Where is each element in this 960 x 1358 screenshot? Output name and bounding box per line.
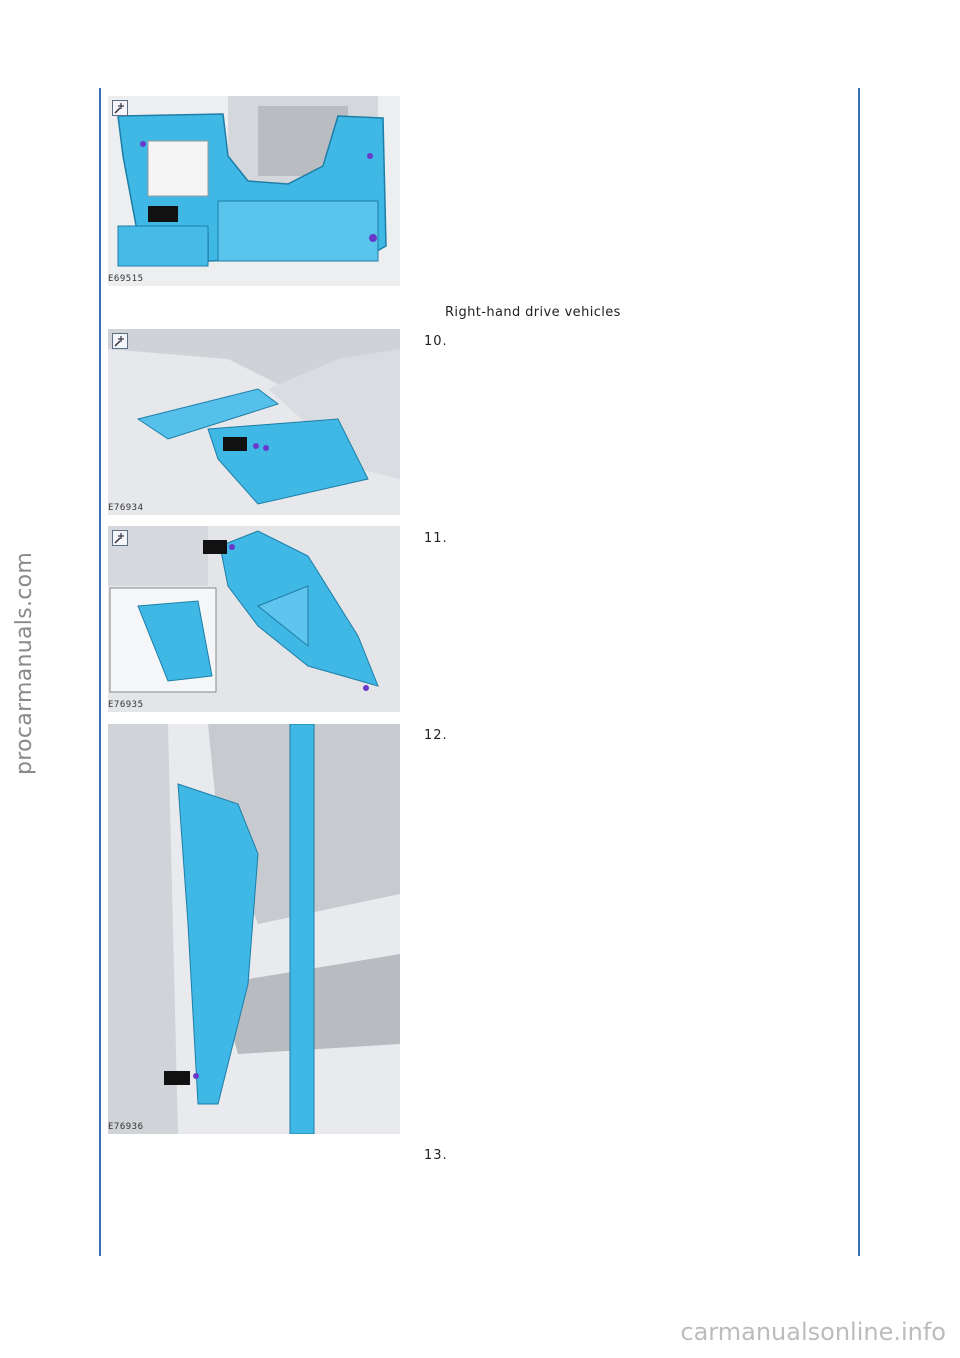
section-caption: Right-hand drive vehicles [445,305,621,320]
step-number: 12. [424,728,448,743]
zoom-plus-icon[interactable] [112,530,128,546]
figure-e76936-illustration [108,724,400,1134]
bottom-watermark: carmanualsonline.info [680,1318,946,1346]
figure-e69515: E69515 [108,96,400,286]
figure-code: E76934 [108,503,144,513]
left-rule [99,88,101,1256]
side-watermark: procarmanuals.com [12,551,37,775]
right-rule [858,88,860,1256]
figure-e76935: E76935 [108,526,400,712]
zoom-plus-icon[interactable] [112,333,128,349]
zoom-plus-icon[interactable] [112,100,128,116]
step-number: 11. [424,531,448,546]
figure-e76934: E76934 [108,329,400,515]
figure-e76934-illustration [108,329,400,515]
figure-e76935-illustration [108,526,400,712]
figure-code: E76936 [108,1122,144,1132]
figure-code: E76935 [108,700,144,710]
figure-e76936: E76936 [108,724,400,1134]
step-number: 13. [424,1148,448,1163]
figure-e69515-illustration [108,96,400,286]
step-number: 10. [424,334,448,349]
figure-code: E69515 [108,274,144,284]
